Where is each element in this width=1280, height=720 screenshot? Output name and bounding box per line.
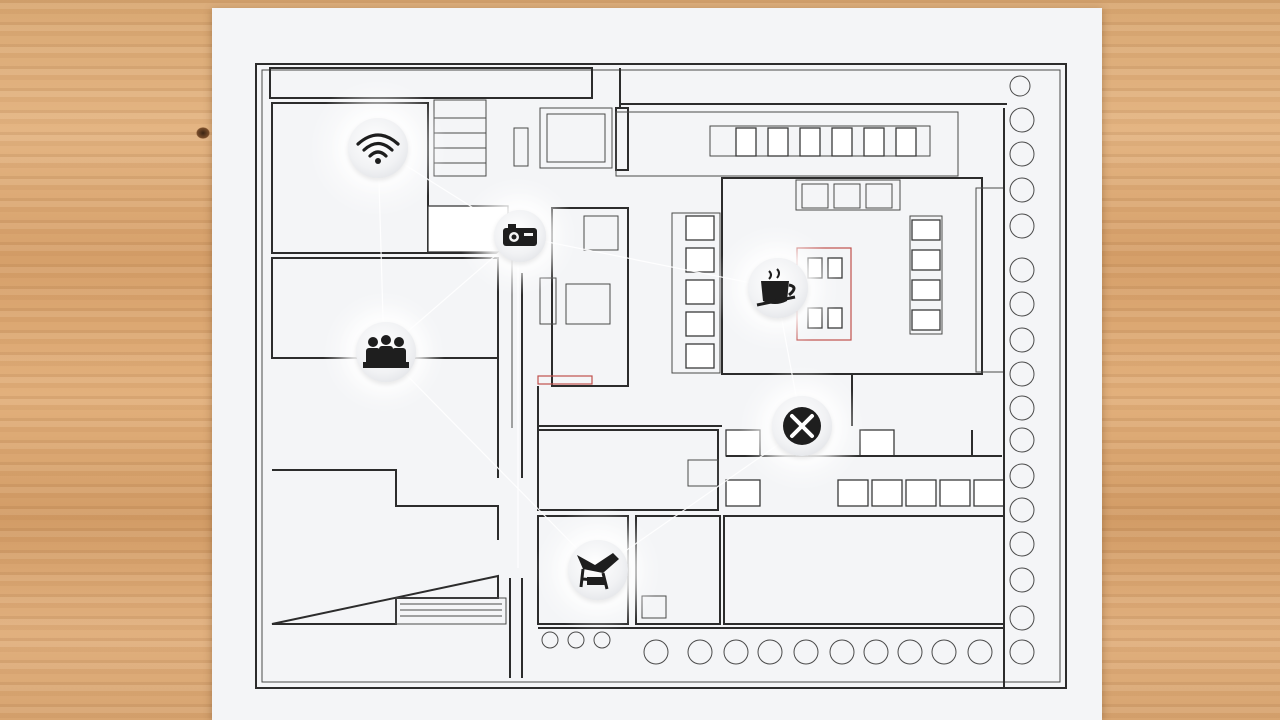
coffee-marker[interactable] — [748, 258, 808, 318]
wifi-marker[interactable] — [348, 118, 408, 178]
people-icon — [363, 335, 409, 368]
floor-plan-drawing — [255, 63, 1067, 689]
room-lower-right — [723, 515, 1005, 625]
kitchen-block — [551, 207, 629, 387]
floor-plan-sheet — [212, 8, 1102, 720]
meeting-marker[interactable] — [356, 322, 416, 382]
projector-icon — [503, 224, 537, 246]
dining-marker[interactable] — [772, 396, 832, 456]
room-lower-left — [271, 469, 499, 625]
room-upper-left — [271, 102, 429, 254]
lounge-marker[interactable] — [568, 540, 628, 600]
fork-knife-icon — [783, 407, 821, 445]
room-center — [537, 429, 719, 511]
outer-wall — [255, 63, 1067, 689]
lounge-chair-icon — [577, 553, 619, 590]
projector-marker[interactable] — [494, 210, 546, 262]
wood-knot — [196, 127, 210, 139]
coffee-cup-icon — [756, 268, 796, 307]
wifi-icon — [356, 133, 400, 164]
